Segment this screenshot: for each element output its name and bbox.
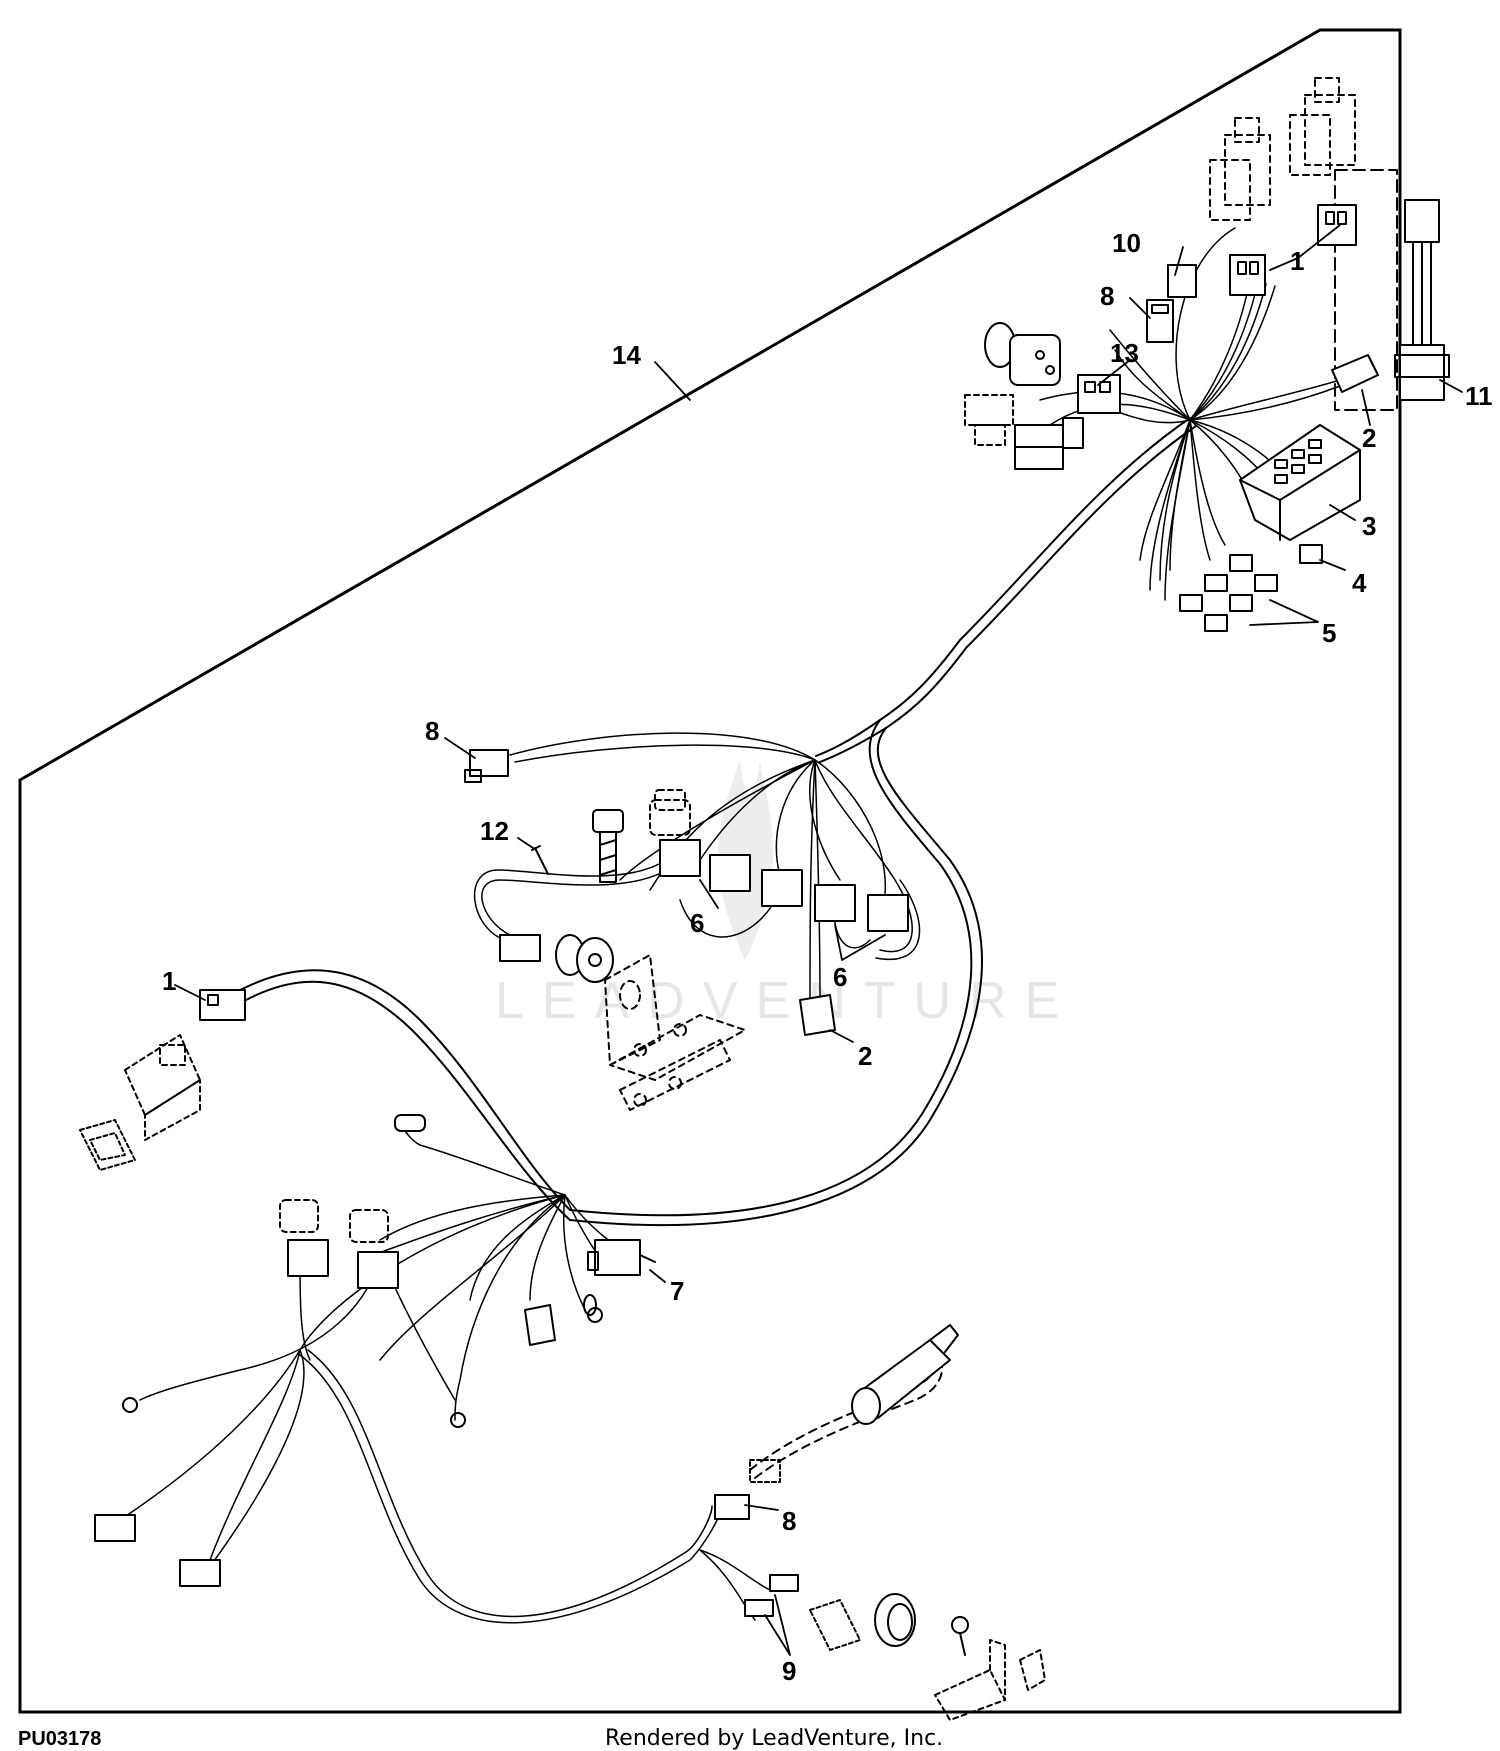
connector-2-middle: [799, 994, 836, 1036]
callout-10: 10: [1112, 228, 1141, 258]
connectors-lower-left: [94, 1514, 221, 1587]
switch-dashed-bottom: [809, 1599, 861, 1651]
connector-8-bottom: [714, 1494, 750, 1520]
callout-1-left: 1: [162, 966, 176, 996]
callout-11: 11: [1465, 381, 1493, 411]
callout-5: 5: [1322, 618, 1336, 648]
fuse-4: [1299, 544, 1323, 564]
relay-sockets-6: [659, 839, 909, 932]
relay-sockets-lower: [287, 1239, 399, 1289]
fuse-block-3: [1239, 424, 1361, 541]
diagram-frame: [18, 28, 1402, 1714]
figure-code: PU03178: [18, 1728, 101, 1750]
relay-housing-dashed-1: [1209, 117, 1271, 221]
bolt: [592, 809, 624, 883]
key-switch: [984, 322, 1061, 386]
ring-terminals: [122, 1294, 603, 1428]
callout-14: 14: [612, 340, 641, 370]
relay-housing-dashed-3: [649, 789, 691, 836]
connector-left-loop: [499, 934, 541, 962]
double-connector: [1014, 417, 1084, 470]
dashed-optional-harness-2: [754, 1351, 944, 1479]
callout-8-middle: 8: [425, 716, 439, 746]
callout-8-top: 8: [1100, 281, 1114, 311]
fuses-5: [1179, 554, 1278, 632]
terminals-9: [744, 1574, 799, 1617]
leader-lines: [174, 224, 1463, 1656]
branch-to-left-connector: [239, 969, 571, 1221]
mount-bracket-dashed: [604, 954, 746, 1111]
connector-13: [1077, 374, 1121, 414]
connector-7: [587, 1239, 656, 1276]
callout-2-top: 2: [1362, 423, 1376, 453]
callout-12: 12: [480, 816, 509, 846]
callout-7: 7: [670, 1276, 684, 1306]
bracket-dashed-bottom: [934, 1639, 1046, 1721]
screw: [951, 1616, 969, 1656]
clamp: [874, 1593, 916, 1647]
bracket-dashed-left: [79, 1119, 136, 1171]
connector-8-top: [1146, 299, 1174, 343]
watermark-text: LEADVENTURE: [495, 972, 1077, 1030]
connector-10: [1167, 264, 1197, 298]
callout-9: 9: [782, 1656, 796, 1686]
connector-1-top-b: [1317, 204, 1357, 246]
callout-labels: 14 10 8 1 13 11 2 3 4 5 8 12 6 6 2 1 7 8…: [162, 228, 1493, 1686]
switch-dashed: [964, 394, 1014, 446]
seat-switch-cylinder: [851, 1324, 959, 1425]
lower-hub-wires: [119, 1124, 771, 1624]
connector-1-left: [199, 989, 246, 1021]
relay-housing-dashed-2: [1289, 77, 1356, 176]
connector-8-middle: [464, 749, 509, 783]
callout-8-bottom: 8: [782, 1506, 796, 1536]
relay-housings-lower: [279, 1199, 389, 1243]
connector-8-dashed: [749, 1459, 781, 1483]
callout-6-a: 6: [690, 908, 704, 938]
callout-4: 4: [1352, 568, 1367, 598]
callout-1-top: 1: [1290, 246, 1304, 276]
inline-fuse: [394, 1114, 426, 1132]
connector-1-top-a: [1229, 254, 1266, 296]
extension-harness-11: [1394, 199, 1450, 401]
connector-lower-mid: [524, 1304, 556, 1346]
pin-12: [531, 845, 549, 875]
rendered-by-footer: Rendered by LeadVenture, Inc.: [605, 1726, 943, 1751]
callout-6-b: 6: [833, 962, 847, 992]
main-harness-trunk: [569, 417, 1197, 1227]
callout-3: 3: [1362, 511, 1376, 541]
potentiometer: [555, 934, 614, 983]
callout-2-middle: 2: [858, 1041, 872, 1071]
connector-2-top: [1331, 354, 1379, 393]
callout-13: 13: [1110, 338, 1139, 368]
switch-dashed-left: [124, 1034, 201, 1141]
